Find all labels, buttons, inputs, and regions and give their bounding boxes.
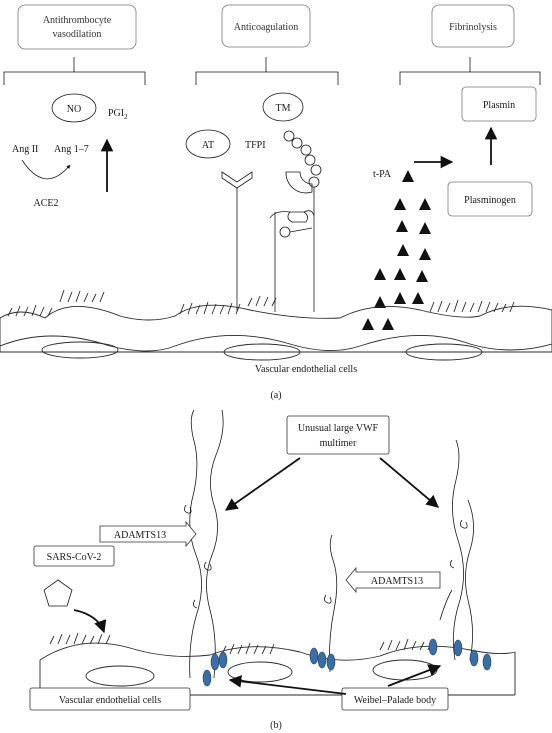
tfpi-label: TFPI bbox=[245, 140, 266, 151]
weibel-arrow-up bbox=[387, 664, 442, 687]
adamts13-left-label: ADAMTS13 bbox=[114, 530, 166, 541]
tm-ellipse bbox=[262, 92, 304, 122]
adamts13-left: ADAMTS13 bbox=[99, 520, 197, 548]
fibrinolysis-box: Fibrinolysis bbox=[431, 4, 515, 48]
weibel-arrow-left bbox=[228, 675, 347, 695]
anticoagulation-bracket bbox=[195, 57, 339, 85]
plasmin-box: Plasmin bbox=[461, 86, 537, 122]
plasminogen-label: Plasminogen bbox=[464, 195, 516, 206]
panel-b: Unusual large VWF multimer ADAMTS13 bbox=[29, 409, 516, 731]
anticoagulation-label: Anticoagulation bbox=[234, 22, 298, 33]
adamts13-right-label: ADAMTS13 bbox=[371, 576, 423, 587]
vwf-box: Unusual large VWF multimer bbox=[286, 415, 390, 455]
caption-a: (a) bbox=[270, 390, 281, 401]
pgi2-main: PGI bbox=[108, 108, 124, 119]
vwf-arrow-left bbox=[224, 457, 301, 511]
antithrombocyte-label-line2: vasodilation bbox=[53, 29, 102, 40]
vwf-label-line2: multimer bbox=[320, 438, 357, 449]
at-label: AT bbox=[202, 140, 214, 151]
ang-1-7-label: Ang 1–7 bbox=[54, 144, 89, 155]
sars-box: SARS-CoV-2 bbox=[33, 545, 115, 567]
plasmin-label: Plasmin bbox=[483, 100, 515, 111]
cells-label-b: Vascular endothelial cells bbox=[59, 695, 161, 706]
panel-a: Antithrombocyte vasodilation Anticoagula… bbox=[0, 4, 552, 401]
antithrombocyte-label-line1: Antithrombocyte bbox=[43, 15, 112, 26]
weibel-palade-bodies bbox=[202, 638, 492, 687]
endothelium-a bbox=[0, 289, 552, 361]
antithrombocyte-box: Antithrombocyte vasodilation bbox=[17, 4, 137, 50]
antithrombocyte-bracket bbox=[3, 57, 146, 85]
tm-label: TM bbox=[276, 103, 291, 114]
pgi2-label: PGI2 bbox=[108, 108, 128, 121]
virus-entry-arrow bbox=[73, 609, 107, 634]
tpa-particles bbox=[362, 170, 431, 330]
cells-label-a: Vascular endothelial cells bbox=[255, 364, 357, 375]
cells-box-b: Vascular endothelial cells bbox=[29, 687, 191, 711]
at-ellipse bbox=[185, 129, 231, 159]
weibel-label: Weibel–Palade body bbox=[354, 695, 436, 706]
tpa-label: t-PA bbox=[373, 169, 392, 180]
sars-label: SARS-CoV-2 bbox=[47, 552, 102, 563]
no-ellipse bbox=[51, 93, 97, 123]
at-receptor bbox=[221, 171, 253, 189]
plasminogen-box: Plasminogen bbox=[447, 181, 533, 217]
ace2-conversion-arrow bbox=[21, 159, 71, 180]
tm-molecule bbox=[269, 130, 322, 312]
vwf-label-line1: Unusual large VWF bbox=[298, 423, 379, 434]
ace2-label: ACE2 bbox=[34, 198, 59, 209]
caption-b: (b) bbox=[270, 720, 282, 731]
weibel-box: Weibel–Palade body bbox=[341, 687, 449, 711]
virus-pentagon bbox=[43, 579, 73, 607]
adamts13-right: ADAMTS13 bbox=[345, 566, 441, 594]
no-label: NO bbox=[67, 104, 81, 115]
fibrinolysis-label: Fibrinolysis bbox=[449, 22, 497, 33]
pgi2-subscript: 2 bbox=[124, 113, 128, 121]
ang-ii-label: Ang II bbox=[12, 144, 38, 155]
vwf-arrow-right bbox=[379, 457, 439, 508]
fibrinolysis-bracket bbox=[399, 57, 541, 85]
anticoagulation-box: Anticoagulation bbox=[221, 4, 311, 48]
